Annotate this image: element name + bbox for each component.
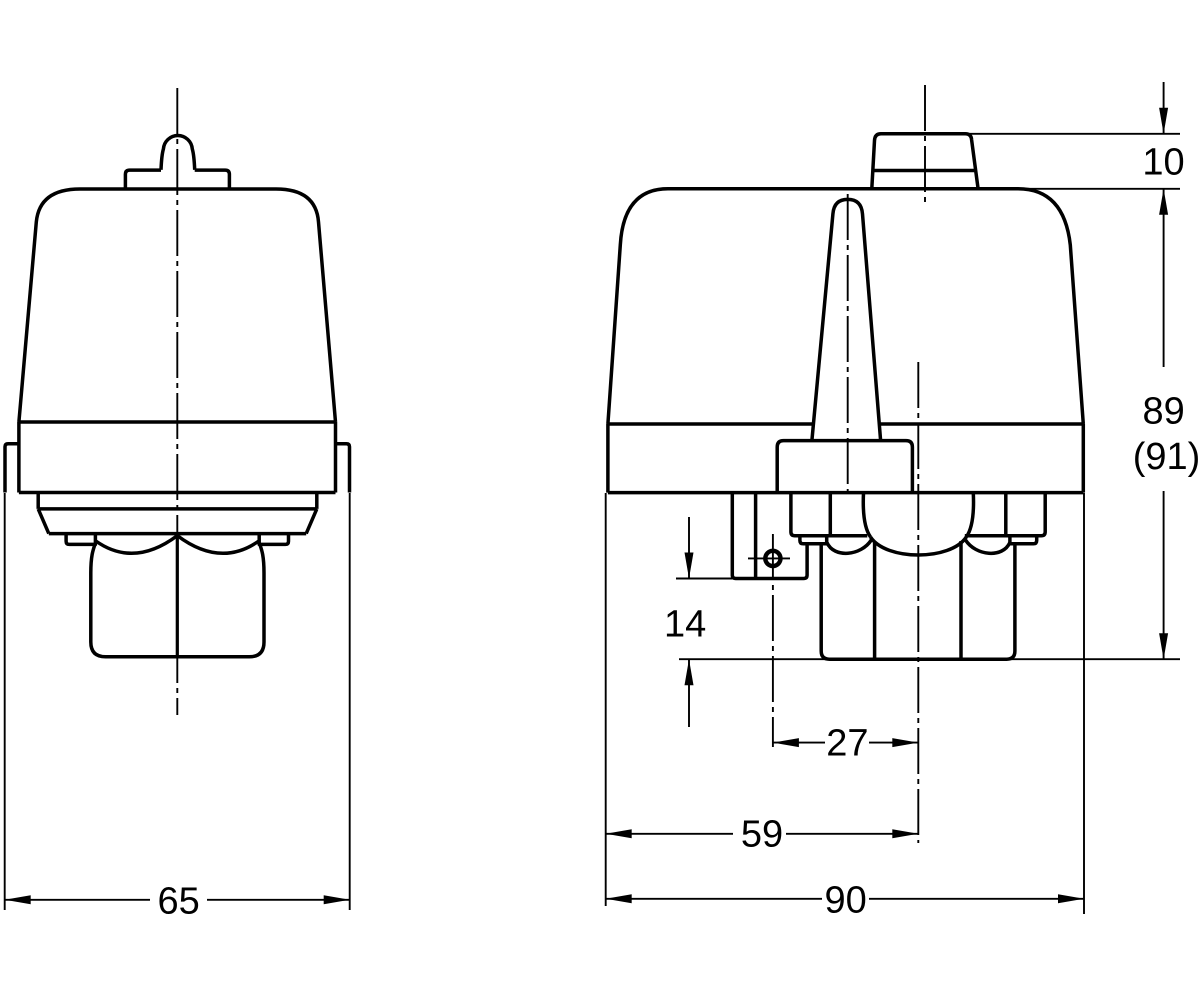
svg-text:(91): (91) — [1133, 436, 1200, 478]
svg-text:10: 10 — [1142, 142, 1184, 184]
svg-text:65: 65 — [157, 881, 199, 923]
svg-text:59: 59 — [741, 814, 783, 856]
svg-text:90: 90 — [825, 880, 867, 922]
svg-text:14: 14 — [664, 604, 706, 646]
svg-text:89: 89 — [1143, 391, 1185, 433]
svg-text:27: 27 — [826, 723, 868, 765]
